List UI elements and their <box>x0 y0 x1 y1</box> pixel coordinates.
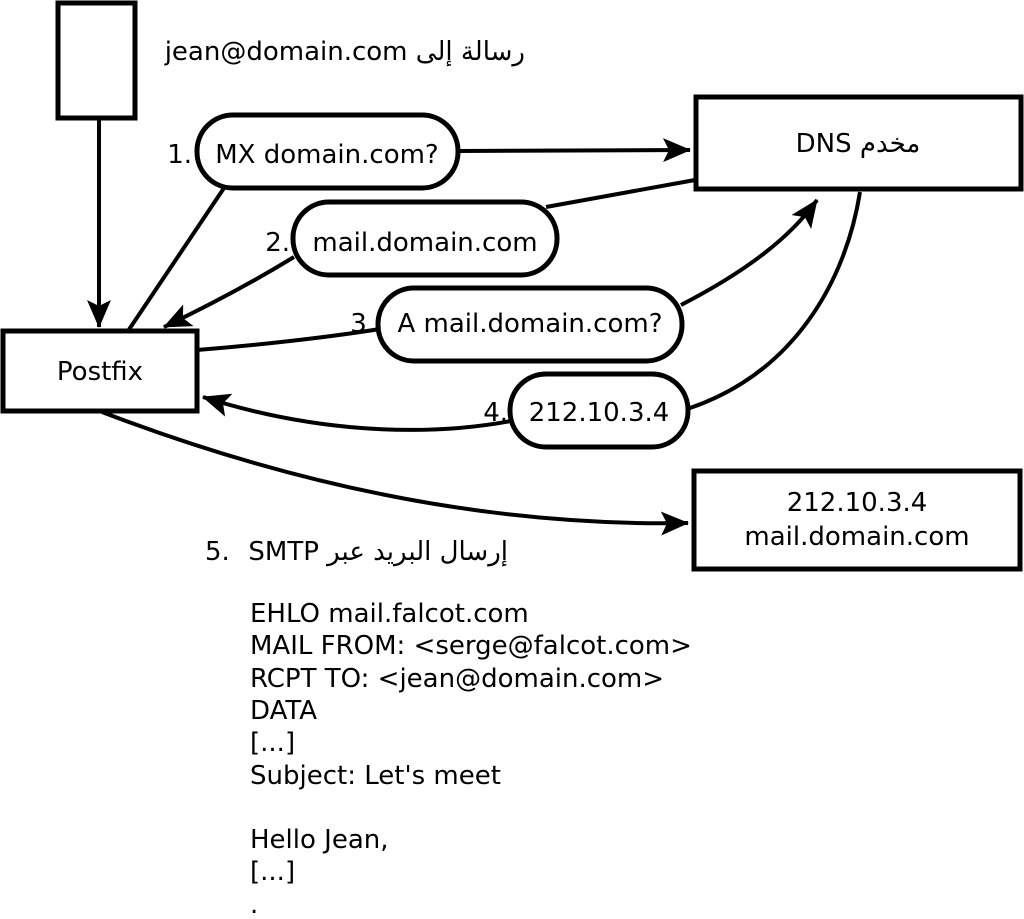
line-dns-to-step4 <box>689 191 862 410</box>
mailserver-ip-label: 212.10.3.4 <box>787 488 928 518</box>
smtp-line-hello: Hello Jean, <box>250 825 389 855</box>
arrow-step2-to-postfix <box>163 255 296 329</box>
arrow-step1-to-dns <box>457 138 691 163</box>
mailserver-hostname-label: mail.domain.com <box>744 522 969 552</box>
smtp-line-ellipsis1: [...] <box>250 728 295 758</box>
step4-answer-label: 212.10.3.4 <box>529 398 670 428</box>
smtp-session-transcript: EHLO mail.falcot.com MAIL FROM: <serge@f… <box>250 599 692 919</box>
step4-number: 4. <box>483 398 508 428</box>
postfix-box <box>0 328 200 414</box>
arrow-step3-to-dns <box>680 198 819 307</box>
destination-mailserver-box <box>691 468 1023 572</box>
sender-box <box>55 0 138 121</box>
step1-bubble <box>194 112 461 191</box>
step2-answer-label: mail.domain.com <box>312 228 537 258</box>
step3-number: 3. <box>350 309 375 339</box>
line-postfix-to-step1 <box>126 186 226 333</box>
step3-query-label: A mail.domain.com? <box>398 309 663 339</box>
smtp-line-subject: Subject: Let's meet <box>250 761 501 791</box>
smtp-line-mail-from: MAIL FROM: <serge@falcot.com> <box>250 631 692 661</box>
step2-bubble <box>290 199 560 278</box>
step1-number: 1. <box>167 140 192 170</box>
smtp-line-end-dot: . <box>250 890 258 919</box>
smtp-line-ehlo: EHLO mail.falcot.com <box>250 599 529 629</box>
postfix-label: Postfix <box>57 357 143 387</box>
step2-number: 2. <box>265 228 290 258</box>
smtp-line-rcpt-to: RCPT TO: <jean@domain.com> <box>250 664 664 694</box>
line-dns-to-step2 <box>545 178 696 209</box>
step5-number: 5. <box>205 537 230 567</box>
step4-bubble <box>507 371 691 450</box>
smtp-line-data: DATA <box>250 696 317 726</box>
dns-server-box <box>693 94 1024 192</box>
smtp-line-ellipsis2: [...] <box>250 857 295 887</box>
arrow-postfix-to-mailserver <box>101 410 689 536</box>
step5-send-via-smtp-label: إرسال البريد عبر SMTP <box>248 537 508 567</box>
incoming-message-label: رسالة إلى jean@domain.com <box>164 37 525 67</box>
line-postfix-to-step3 <box>196 327 381 352</box>
step3-bubble <box>375 285 685 364</box>
dns-server-label: مخدم DNS <box>796 129 921 159</box>
arrow-step4-to-postfix <box>202 393 512 432</box>
step1-query-label: MX domain.com? <box>215 140 438 170</box>
